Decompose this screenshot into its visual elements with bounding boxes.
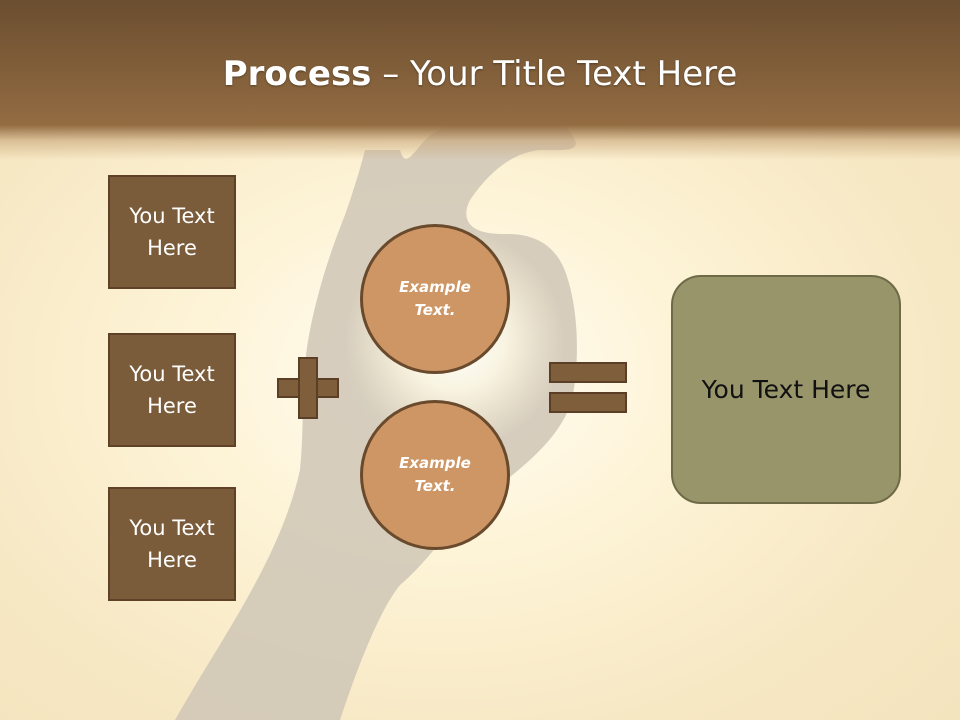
result-box: You Text Here <box>671 275 901 504</box>
title-bold-part: Process <box>222 54 372 94</box>
title-rest-part: – Your Title Text Here <box>371 54 738 94</box>
example-circle-2: Example Text. <box>360 400 510 550</box>
example-circle-1: Example Text. <box>360 224 510 374</box>
slide-title: Process – Your Title Text Here <box>0 50 960 98</box>
input-box-2: You Text Here <box>108 333 236 447</box>
input-box-1: You Text Here <box>108 175 236 289</box>
plus-icon <box>277 357 339 419</box>
equals-icon <box>549 362 627 414</box>
title-bar <box>0 0 960 160</box>
input-box-3: You Text Here <box>108 487 236 601</box>
